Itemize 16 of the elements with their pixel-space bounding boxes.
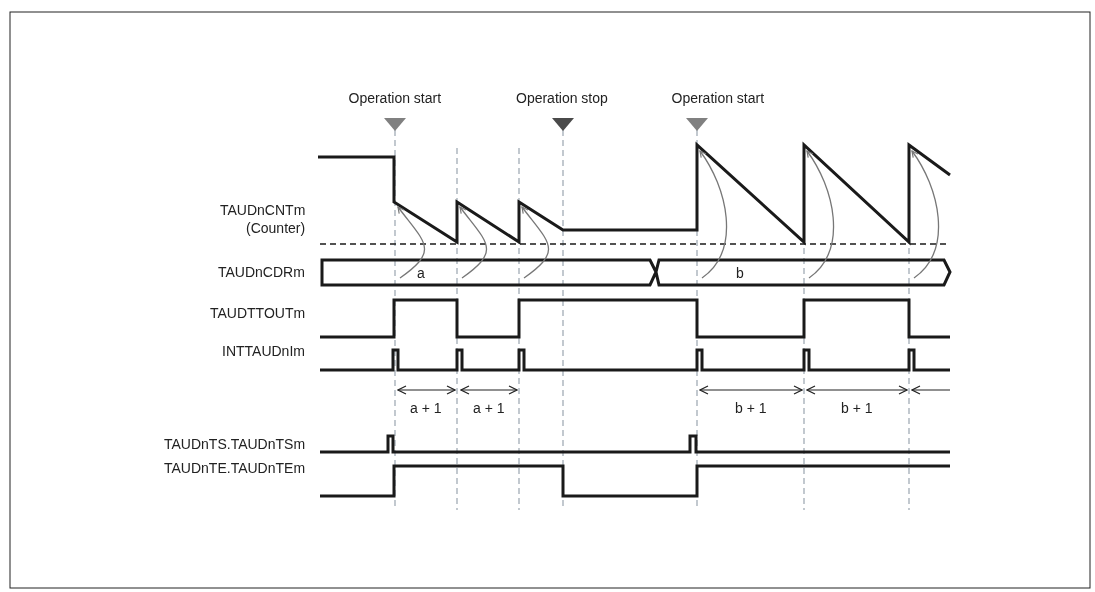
signal-name: INTTAUDnIm: [222, 343, 305, 359]
interval-label: a + 1: [473, 400, 505, 416]
signal-name: TAUDnCDRm: [218, 264, 305, 280]
signal-name: TAUDTTOUTm: [210, 305, 306, 321]
signal-name: TAUDnCNTm: [220, 202, 306, 218]
interval-label: a + 1: [410, 400, 442, 416]
annotation: Operation start: [348, 90, 442, 106]
annotation: Operation start: [671, 90, 765, 106]
bus-value: b: [736, 265, 744, 281]
signal-name: (Counter): [246, 220, 306, 236]
signal-name: TAUDnTE.TAUDnTEm: [164, 460, 306, 476]
signal-name: TAUDnTS.TAUDnTSm: [164, 436, 306, 452]
bus-value: a: [417, 265, 425, 281]
interval-label: b + 1: [735, 400, 767, 416]
annotation: Operation stop: [516, 90, 608, 106]
interval-label: b + 1: [841, 400, 873, 416]
